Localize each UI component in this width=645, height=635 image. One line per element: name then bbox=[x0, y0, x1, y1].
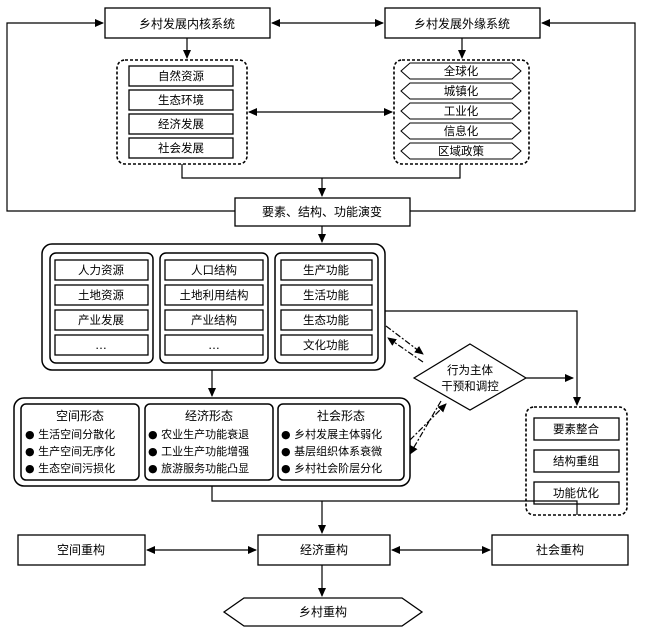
internal-factor-label: 自然资源 bbox=[158, 69, 204, 83]
forms-to-actor-arrow bbox=[409, 403, 447, 441]
external-factor-diamond bbox=[400, 102, 522, 120]
integration-label: 功能优化 bbox=[553, 486, 599, 500]
internal-factor-box bbox=[128, 65, 234, 87]
social-form-box bbox=[277, 403, 405, 481]
feedback-to-internal-arrow bbox=[6, 19, 235, 212]
economic-form-title: 经济形态 bbox=[185, 408, 233, 423]
external-factor-label: 全球化 bbox=[444, 64, 479, 78]
function-label: 文化功能 bbox=[303, 338, 349, 352]
function-label: 生活功能 bbox=[303, 288, 349, 302]
external-factor-diamond bbox=[400, 62, 522, 80]
structure-label: 土地利用结构 bbox=[180, 288, 249, 302]
external-factor-diamond bbox=[400, 142, 522, 160]
social-form-title: 社会形态 bbox=[317, 408, 365, 423]
element-label: 产业发展 bbox=[78, 313, 124, 327]
internal-system-box bbox=[104, 7, 271, 39]
integration-list: 要素整合 结构重组 功能优化 bbox=[533, 417, 620, 505]
element-label: 土地资源 bbox=[78, 288, 124, 302]
external-system-label: 乡村发展外缘系统 bbox=[414, 16, 510, 31]
external-factor-label: 区域政策 bbox=[438, 144, 484, 158]
function-box bbox=[280, 259, 373, 281]
external-factors-group bbox=[393, 59, 530, 165]
integration-box bbox=[533, 417, 620, 441]
internal-factor-box bbox=[128, 137, 234, 159]
actor-to-components-arrow bbox=[387, 337, 424, 363]
external-factor-label: 城镇化 bbox=[444, 84, 479, 98]
economic-reconstruction-label: 经济重构 bbox=[300, 542, 348, 557]
economic-reconstruction-box bbox=[257, 534, 391, 566]
spatial-form-item: ● 生活空间分散化 bbox=[25, 427, 115, 441]
function-label: 生产功能 bbox=[303, 263, 349, 277]
internal-factor-label: 社会发展 bbox=[158, 141, 204, 155]
social-form-item: ● 乡村发展主体弱化 bbox=[281, 427, 382, 441]
final-rural-restructuring-label: 乡村重构 bbox=[299, 604, 347, 619]
structure-box bbox=[164, 284, 264, 306]
structure-label: 产业结构 bbox=[191, 313, 237, 327]
function-label: 生态功能 bbox=[303, 313, 349, 327]
element-label: 人力资源 bbox=[78, 263, 124, 277]
spatial-form-item: ● 生产空间无序化 bbox=[25, 444, 115, 458]
internal-factor-label: 生态环境 bbox=[158, 93, 204, 107]
social-form-item: ● 乡村社会阶层分化 bbox=[281, 461, 382, 475]
structures-list: 人口结构 土地利用结构 产业结构 … bbox=[164, 259, 264, 356]
function-box bbox=[280, 284, 373, 306]
external-system-box bbox=[384, 7, 541, 39]
actor-label-line1: 行为主体 bbox=[447, 363, 493, 377]
external-factor-label: 工业化 bbox=[444, 104, 479, 118]
social-reconstruction-box bbox=[491, 534, 629, 566]
actor-diamond bbox=[412, 343, 528, 411]
components-to-integration-arrow bbox=[385, 310, 581, 406]
evolution-box bbox=[234, 197, 411, 227]
evolution-label: 要素、结构、功能演变 bbox=[262, 204, 382, 219]
integration-label: 结构重组 bbox=[553, 454, 599, 468]
spatial-form-box bbox=[20, 403, 140, 481]
economic-form-box bbox=[144, 403, 274, 481]
economic-form-item: ● 工业生产功能增强 bbox=[148, 444, 249, 458]
social-form-item: ● 基层组织体系衰微 bbox=[281, 444, 382, 458]
factors-merge-line bbox=[181, 164, 461, 179]
external-factor-diamond bbox=[400, 122, 522, 140]
actor-to-forms-arrow bbox=[409, 400, 442, 455]
external-factor-diamond bbox=[400, 82, 522, 100]
feedback-to-external-arrow bbox=[410, 19, 636, 212]
internal-factor-box bbox=[128, 89, 234, 111]
internal-factor-label: 经济发展 bbox=[158, 117, 204, 131]
element-box bbox=[54, 334, 149, 356]
economic-form-item: ● 农业生产功能衰退 bbox=[148, 427, 249, 441]
element-label: … bbox=[95, 338, 107, 352]
components-to-actor-arrow bbox=[385, 325, 424, 355]
external-factor-label: 信息化 bbox=[444, 124, 479, 138]
spatial-reconstruction-label: 空间重构 bbox=[57, 542, 105, 557]
structure-box bbox=[164, 309, 264, 331]
final-rural-restructuring-shape bbox=[222, 597, 424, 627]
elements-list: 人力资源 土地资源 产业发展 … bbox=[54, 259, 149, 356]
external-factor-list: 全球化 城镇化 工业化 信息化 区域政策 bbox=[400, 62, 522, 160]
internal-system-label: 乡村发展内核系统 bbox=[139, 16, 235, 31]
spatial-reconstruction-box bbox=[17, 534, 146, 566]
integration-box bbox=[533, 449, 620, 473]
function-box bbox=[280, 309, 373, 331]
element-box bbox=[54, 309, 149, 331]
social-reconstruction-label: 社会重构 bbox=[536, 542, 584, 557]
internal-factor-box bbox=[128, 113, 234, 135]
structure-box bbox=[164, 334, 264, 356]
functions-list: 生产功能 生活功能 生态功能 文化功能 bbox=[280, 259, 373, 356]
actor-label-line2: 干预和调控 bbox=[441, 379, 499, 393]
forms-integration-merge-line bbox=[211, 486, 578, 515]
spatial-form-title: 空间形态 bbox=[56, 409, 104, 423]
spatial-form-item: ● 生态空间污损化 bbox=[25, 461, 115, 475]
element-box bbox=[54, 284, 149, 306]
structure-box bbox=[164, 259, 264, 281]
internal-factor-list: 自然资源 生态环境 经济发展 社会发展 bbox=[128, 65, 234, 159]
integration-label: 要素整合 bbox=[553, 422, 599, 436]
function-box bbox=[280, 334, 373, 356]
element-box bbox=[54, 259, 149, 281]
economic-form-item: ● 旅游服务功能凸显 bbox=[148, 461, 249, 475]
structure-label: 人口结构 bbox=[191, 263, 237, 277]
structure-label: … bbox=[208, 338, 220, 352]
